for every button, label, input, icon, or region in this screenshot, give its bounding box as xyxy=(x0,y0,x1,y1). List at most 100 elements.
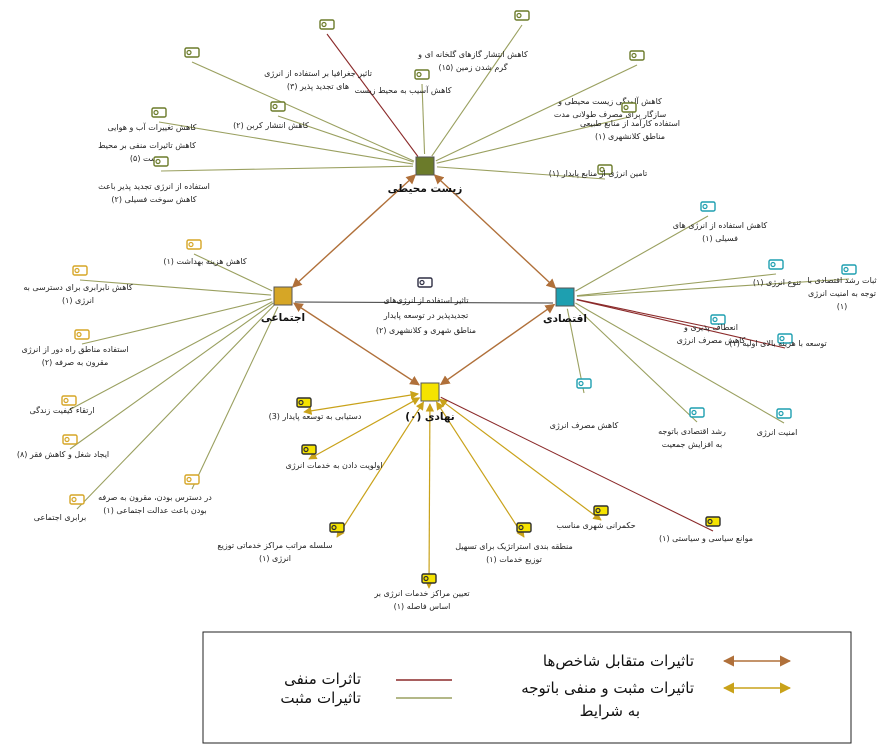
node-icon-env2 xyxy=(319,19,335,30)
node-icon-soc3 xyxy=(74,329,90,340)
node-label-eco6-1: کاهش مصرف انرژی xyxy=(550,421,619,430)
node-label-soc2-2: انرژی (۱) xyxy=(62,296,94,305)
node-icon-eco7 xyxy=(689,407,705,418)
center-label-line-2: تجدیدپذیر در توسعه پایدار xyxy=(383,311,469,320)
node-icon-inst6 xyxy=(593,505,609,516)
node-label-inst7-1: موانع سیاسی و سیاستی (۱) xyxy=(659,534,753,543)
node-label-eco4-1: انعطاف پذیری و xyxy=(683,323,738,332)
node-label-eco7-2: به افزایش جمعیت xyxy=(662,440,722,449)
edge-env4 xyxy=(421,83,426,155)
node-label-soc4-1: ارتقاء کیفیت زندگی xyxy=(30,405,95,415)
node-icon-eco1 xyxy=(700,201,716,212)
hub-node-soc xyxy=(273,286,293,306)
edge-env3 xyxy=(431,24,523,157)
edge-env7 xyxy=(158,121,414,165)
node-label-inst4-1: تعیین مراکز خدمات انرژی بر xyxy=(373,589,469,598)
edges-layer xyxy=(68,24,850,589)
hub-links xyxy=(291,174,557,386)
hub-node-env xyxy=(415,156,435,176)
node-label-eco5-1: توسعه با هزینه بالای اولیه (۱) xyxy=(729,339,826,348)
node-label-inst1-1: دستیابی به توسعه پایدار (3) xyxy=(269,412,362,421)
node-label-soc5-1: ایجاد شغل و کاهش فقر (۸) xyxy=(17,450,109,459)
node-icon-inst2 xyxy=(301,444,317,455)
node-label-soc3-1: استفاده مناطق راه دور از انرژی xyxy=(21,345,128,354)
node-icon-inst4 xyxy=(421,573,437,584)
node-label-env3-2: گرم شدن زمین (۱۵) xyxy=(438,62,507,72)
edge-eco8 xyxy=(575,302,785,424)
node-label-inst3-1: سلسله مراتب مراکز خدماتی توزیع xyxy=(217,541,333,550)
node-icon-env7 xyxy=(151,107,167,118)
node-label-eco3-2: توجه به امنیت انرژی xyxy=(808,289,876,298)
node-label-inst5-1: منطقه بندی استراتژیک برای تسهیل xyxy=(455,542,573,551)
legend-conditional-label-1: تاثیرات مثبت و منفی باتوجه xyxy=(521,679,694,697)
node-label-env10-1: استفاده از انرژی تجدید پذیر باعث xyxy=(98,182,210,191)
edge-soc1 xyxy=(193,253,273,292)
node-label-soc7-2: بودن باعث عدالت اجتماعی (۱) xyxy=(103,506,206,515)
node-label-env5-2: سازگار برای مصرف طولانی مدت xyxy=(554,109,667,119)
node-icon-soc2 xyxy=(72,265,88,276)
node-label-soc6-1: برابری اجتماعی xyxy=(34,513,86,522)
edge-env10 xyxy=(160,165,414,172)
edge-inst7 xyxy=(440,396,714,532)
node-label-eco1-2: فسیلی (۱) xyxy=(702,234,738,243)
node-icon-eco5 xyxy=(777,333,793,344)
node-icon-soc7 xyxy=(184,474,200,485)
edge-inst3 xyxy=(336,401,425,538)
node-icon-soc4 xyxy=(61,395,77,406)
node-icon-soc1 xyxy=(186,239,202,250)
node-label-inst3-2: انرژی (۱) xyxy=(259,554,291,563)
node-icon-eco8 xyxy=(776,408,792,419)
edge-env8 xyxy=(436,116,630,164)
edge-soc4 xyxy=(68,301,273,411)
node-icon-eco4 xyxy=(710,314,726,325)
legend-mutual-label: تاثیرات متقابل شاخص‌ها xyxy=(543,652,694,670)
node-icon-env10 xyxy=(153,156,169,167)
node-icon-env4 xyxy=(414,69,430,80)
edge-soc6 xyxy=(76,304,276,510)
node-label-eco7-1: رشد اقتصادی باتوجه xyxy=(658,427,726,436)
hub-link-soc-eco xyxy=(294,301,554,304)
node-label-eco3-1: ثبات رشد اقتصادی با xyxy=(807,276,876,285)
node-label-env7-1: کاهش تغییرات آب و هوایی xyxy=(107,122,196,132)
edge-inst2 xyxy=(308,397,421,460)
edge-env2 xyxy=(326,33,419,157)
node-icon-soc6 xyxy=(69,494,85,505)
node-icon-env8 xyxy=(621,102,637,113)
legend-positive-label: تاثیرات مثبت xyxy=(280,689,361,707)
node-icon-eco6 xyxy=(576,378,592,389)
node-icon-inst5 xyxy=(516,522,532,533)
center-label-line-3: مناطق شهری و کلانشهری (۲) xyxy=(376,326,476,335)
hub-link-env-soc xyxy=(291,174,417,288)
hub-label-inst: نهادی (۰) xyxy=(405,411,455,423)
node-icon-inst3 xyxy=(329,522,345,533)
node-label-env9-1: تامین انرژی از منابع پایدار (۱) xyxy=(549,169,648,178)
node-icon-env9 xyxy=(597,164,613,175)
edge-soc7 xyxy=(191,306,279,490)
edge-soc3 xyxy=(81,298,272,345)
hub-link-env-eco xyxy=(433,174,557,289)
hub-label-env: زیست محیطی xyxy=(388,183,463,195)
node-label-inst5-2: توزیع خدمات (۱) xyxy=(486,555,542,564)
node-label-soc3-2: مقرون به صرفه (۲) xyxy=(42,358,109,367)
edge-inst4 xyxy=(424,403,435,589)
node-label-eco3-3: (۱) xyxy=(837,302,848,311)
hub-label-soc: اجتماعی xyxy=(261,312,305,324)
node-label-env1-2: زیست (۵) xyxy=(130,154,164,163)
node-label-inst2-1: اولویت دادن به خدمات انرژی xyxy=(285,461,382,470)
edge-inst6 xyxy=(438,398,602,521)
edge-soc5 xyxy=(69,302,274,450)
node-label-env10-2: کاهش سوخت فسیلی (۲) xyxy=(111,195,196,204)
node-label-env5-1: کاهش آلودگی زیست محیطی و xyxy=(557,96,662,106)
edge-env1 xyxy=(191,61,415,162)
legend-conditional-label-2: به شرایط xyxy=(580,702,640,720)
edge-env5 xyxy=(435,64,638,162)
node-label-env2-2: های تجدید پذیر (۳) xyxy=(287,82,349,91)
node-icon-inst7 xyxy=(705,516,721,527)
node-label-inst6-1: حکمرانی شهری مناسب xyxy=(556,521,635,530)
center-label-line-1: تاثیر استفاده از انرژی‌های xyxy=(384,296,469,305)
node-label-env1-1: کاهش تاثیرات منفی بر محیط xyxy=(98,141,196,150)
hub-node-inst xyxy=(420,382,440,402)
node-label-eco1-1: کاهش استفاده از انرژی های xyxy=(673,221,768,230)
